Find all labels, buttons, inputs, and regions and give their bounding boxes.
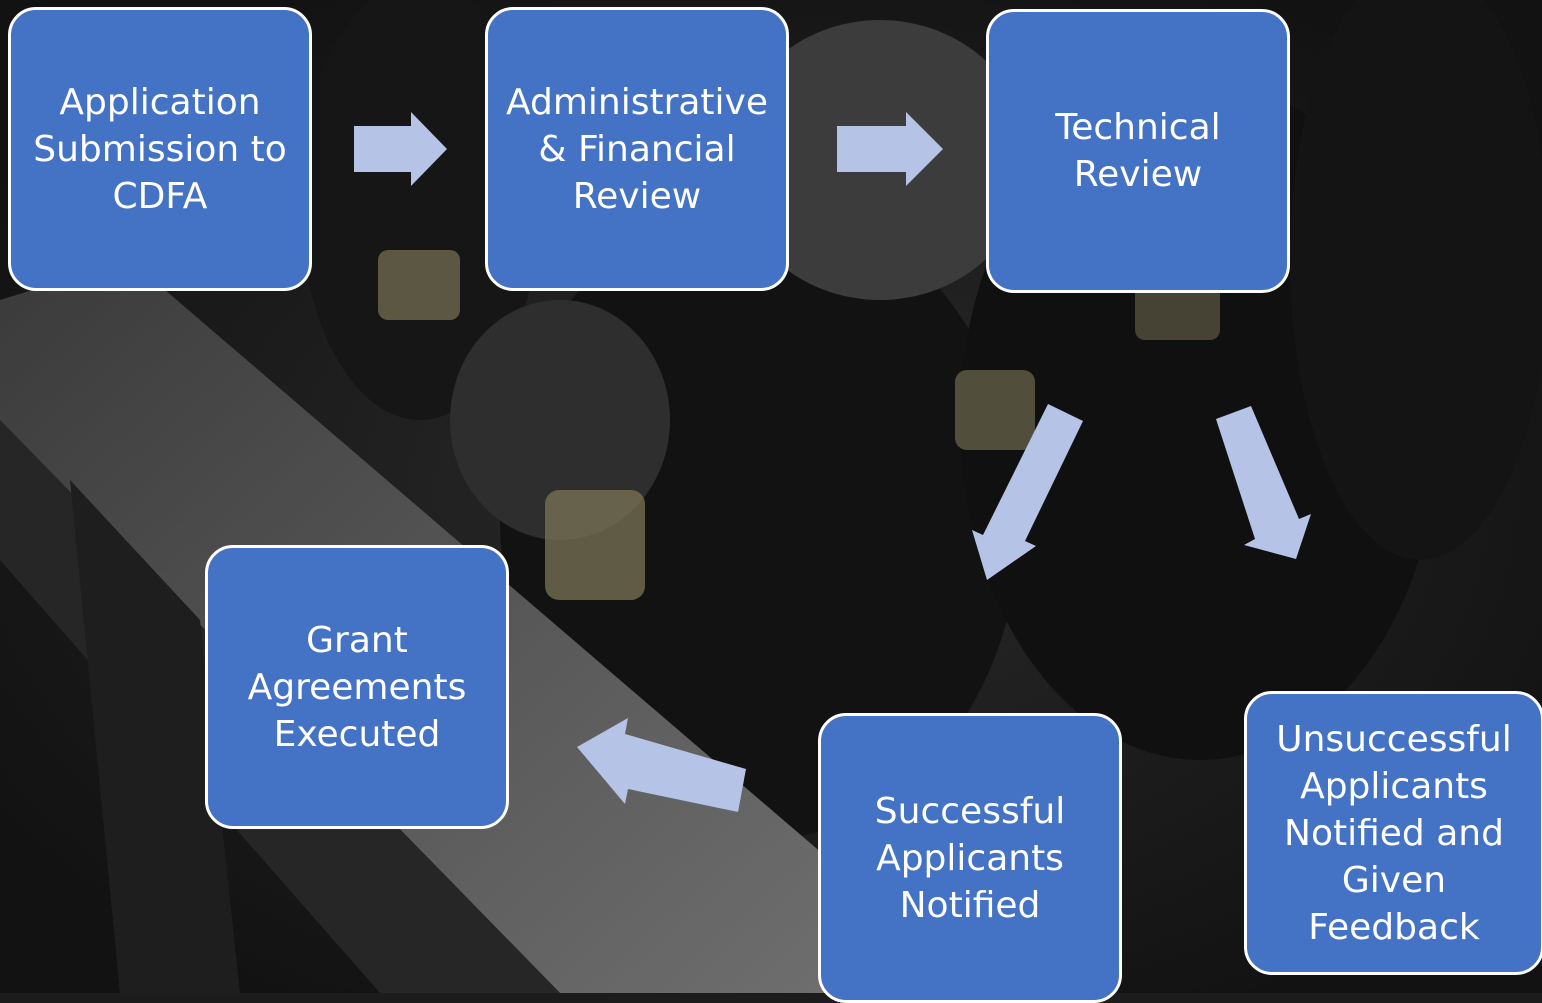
node-application-submission-label: Application Submission to CDFA bbox=[33, 81, 287, 217]
node-technical-review: Technical Review bbox=[986, 9, 1290, 293]
node-successful-applicants-notified: Successful Applicants Notified bbox=[818, 713, 1122, 1003]
arrow-admin-to-technical-icon bbox=[837, 112, 943, 186]
node-application-submission: Application Submission to CDFA bbox=[8, 7, 312, 291]
arrow-application-to-admin-icon bbox=[354, 112, 447, 186]
node-technical-review-label: Technical Review bbox=[1055, 107, 1221, 195]
arrow-technical-to-unsuccessful-icon bbox=[1216, 406, 1311, 559]
node-administrative-financial-review: Administrative & Financial Review bbox=[485, 7, 789, 291]
node-successful-applicants-notified-label: Successful Applicants Notified bbox=[874, 790, 1066, 926]
node-grant-agreements-executed: Grant Agreements Executed bbox=[205, 545, 509, 829]
arrow-technical-to-successful-icon bbox=[972, 404, 1083, 580]
node-administrative-financial-review-label: Administrative & Financial Review bbox=[505, 81, 769, 217]
node-unsuccessful-applicants-notified-label: Unsuccessful Applicants Notified and Giv… bbox=[1276, 718, 1512, 948]
arrow-successful-to-grant-icon bbox=[577, 718, 746, 812]
node-unsuccessful-applicants-notified: Unsuccessful Applicants Notified and Giv… bbox=[1244, 691, 1542, 975]
node-grant-agreements-executed-label: Grant Agreements Executed bbox=[247, 619, 467, 755]
